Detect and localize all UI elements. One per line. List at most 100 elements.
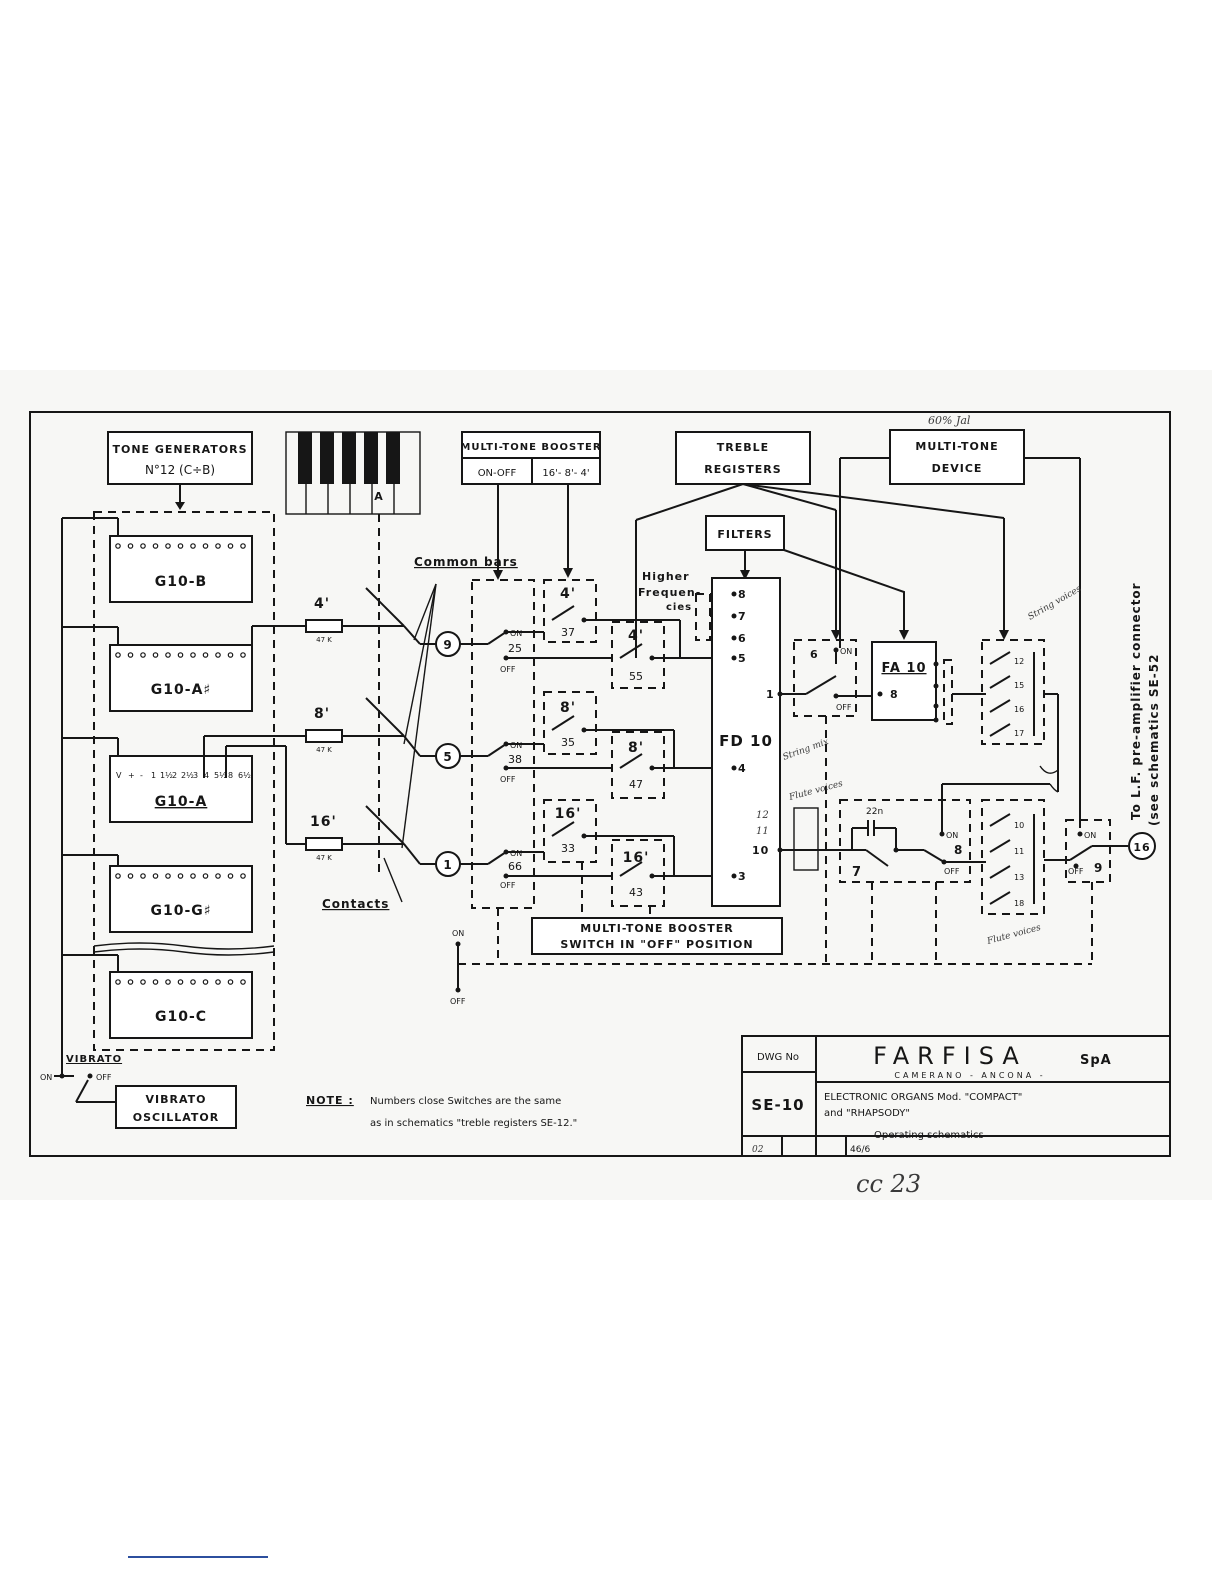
- pin-dot: [152, 979, 159, 985]
- common-bars-label: Common bars: [414, 555, 518, 569]
- pin-dot: [227, 652, 234, 658]
- note-line-1: Numbers close Switches are the same: [370, 1096, 561, 1107]
- generator-g10-g-sharp: G10-G♯: [109, 865, 253, 933]
- contacts-label: Contacts: [322, 897, 389, 911]
- svg-text:4: 4: [738, 762, 747, 775]
- higher-freq-2: Frequen-: [638, 586, 701, 599]
- node-5: 5: [435, 743, 461, 769]
- svg-text:MULTI-TONE: MULTI-TONE: [915, 440, 998, 453]
- pin-dot: [152, 652, 159, 658]
- svg-text:25: 25: [508, 642, 522, 655]
- pin-dot: [152, 873, 159, 879]
- key-a-label: A: [374, 490, 384, 503]
- register-switch-43: 16' 43: [611, 839, 665, 907]
- svg-text:ON: ON: [452, 929, 464, 938]
- pin-dot: [165, 979, 171, 985]
- fd10-module: FD 10 8 7 6 5 4 3 1 10: [711, 577, 783, 907]
- side-text-1: To L.F. pre-amplifier connector: [1129, 582, 1143, 820]
- note-line-2: as in schematics "treble registers SE-12…: [370, 1118, 577, 1129]
- node-1: 1: [435, 851, 461, 877]
- svg-text:38: 38: [508, 753, 522, 766]
- svg-text:22n: 22n: [866, 807, 883, 817]
- pin-dot: [115, 873, 121, 879]
- sheet-number: 46/6: [850, 1145, 870, 1155]
- higher-freq-3: cies: [666, 602, 692, 613]
- pin-dot: [190, 543, 196, 549]
- svg-text:37: 37: [561, 626, 575, 639]
- svg-text:66: 66: [508, 860, 522, 873]
- pin-dot: [240, 979, 246, 985]
- desc-line-1: ELECTRONIC ORGANS Mod. "COMPACT": [824, 1092, 1022, 1103]
- svg-text:9: 9: [443, 638, 452, 652]
- svg-text:5: 5: [443, 750, 452, 764]
- svg-text:7: 7: [852, 865, 862, 880]
- pin-dot: [115, 979, 121, 985]
- svg-text:43: 43: [629, 886, 643, 899]
- svg-text:35: 35: [561, 736, 575, 749]
- pin-dot: [202, 873, 209, 879]
- svg-text:8: 8: [738, 588, 747, 601]
- svg-text:8: 8: [954, 843, 963, 857]
- svg-text:DEVICE: DEVICE: [932, 462, 983, 475]
- svg-text:12: 12: [1014, 657, 1024, 666]
- svg-text:16': 16': [555, 806, 582, 822]
- generator-g10-a: G10-A V + - 1 1½ 2 2½ 3 4 5½ 8 6½: [109, 755, 253, 823]
- svg-text:ON: ON: [946, 831, 958, 840]
- svg-text:13: 13: [1014, 873, 1024, 882]
- company-suffix: SpA: [1080, 1053, 1112, 1068]
- svg-text:FILTERS: FILTERS: [717, 528, 772, 541]
- svg-text:33: 33: [561, 842, 575, 855]
- side-text-2: (see schematics SE-52: [1147, 654, 1161, 826]
- svg-text:G10-A♯: G10-A♯: [151, 682, 211, 698]
- svg-text:9: 9: [1094, 861, 1103, 875]
- dwg-number: SE-10: [751, 1096, 804, 1114]
- pin-dot: [240, 873, 246, 879]
- svg-text:55: 55: [629, 670, 643, 683]
- revision: 02: [752, 1145, 764, 1155]
- higher-freq-1: Higher: [642, 570, 690, 583]
- pin-dot: [190, 979, 196, 985]
- svg-text:FD 10: FD 10: [719, 732, 773, 750]
- pin-dot: [127, 979, 134, 985]
- svg-text:6: 6: [738, 632, 747, 645]
- svg-text:REGISTERS: REGISTERS: [704, 463, 781, 476]
- svg-text:8: 8: [228, 771, 233, 780]
- drawing-frame: [29, 411, 1171, 1157]
- svg-text:1½: 1½: [160, 771, 173, 780]
- svg-text:47 K: 47 K: [316, 636, 332, 644]
- resistor-8: [305, 729, 343, 743]
- svg-text:G10-A: G10-A: [155, 794, 208, 810]
- tone-generators-label: TONE GENERATORS N°12 (C÷B): [107, 431, 253, 485]
- svg-text:8': 8': [628, 740, 644, 756]
- multi-tone-booster-label: MULTI-TONE BOOSTER ON-OFF 16'- 8'- 4': [460, 431, 601, 485]
- fd10-pin-11: 11: [756, 826, 769, 837]
- svg-text:G10-B: G10-B: [155, 574, 207, 590]
- note-label: NOTE :: [306, 1094, 354, 1107]
- booster-note-box: MULTI-TONE BOOSTER SWITCH IN "OFF" POSIT…: [531, 917, 783, 955]
- svg-text:G10-C: G10-C: [155, 1009, 207, 1025]
- register-switch-33: 16' 33: [543, 799, 597, 863]
- svg-text:-: -: [140, 771, 143, 780]
- svg-text:OFF: OFF: [500, 775, 516, 784]
- pin-dot: [227, 979, 234, 985]
- svg-text:16: 16: [1014, 705, 1024, 714]
- svg-text:5½: 5½: [214, 771, 227, 780]
- svg-text:FA 10: FA 10: [881, 661, 926, 676]
- svg-text:SWITCH IN "OFF" POSITION: SWITCH IN "OFF" POSITION: [560, 938, 753, 951]
- svg-text:ON: ON: [1084, 831, 1096, 840]
- pin-dot: [140, 652, 146, 658]
- pin-dot: [127, 873, 134, 879]
- svg-text:+: +: [128, 771, 135, 780]
- pin-dot: [177, 652, 184, 658]
- svg-text:7: 7: [738, 610, 747, 623]
- svg-text:1: 1: [766, 688, 775, 701]
- pin-dot: [177, 543, 184, 549]
- svg-text:TREBLE: TREBLE: [717, 441, 769, 454]
- tone-generators-title: TONE GENERATORS: [112, 443, 247, 456]
- svg-text:6: 6: [810, 648, 819, 661]
- vibrato-on: ON: [40, 1073, 52, 1082]
- pin-dot: [202, 652, 209, 658]
- company-name: FARFISA: [873, 1042, 1027, 1070]
- svg-text:OFF: OFF: [836, 703, 852, 712]
